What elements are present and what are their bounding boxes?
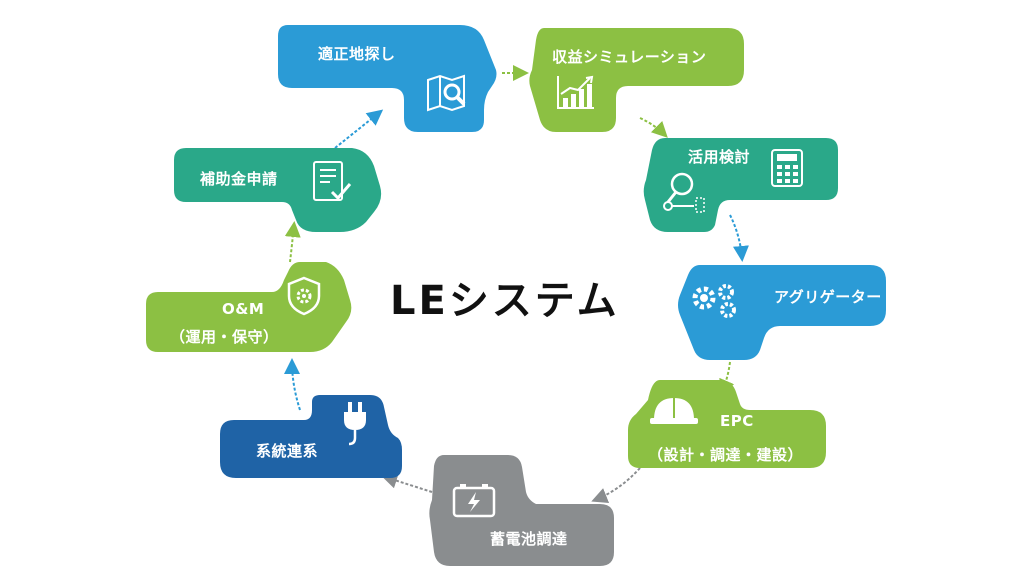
- arrow-subsidy-to-site: [334, 109, 384, 149]
- node-label-agg: アグリゲーター: [774, 288, 882, 306]
- arrow-om-to-subsidy: [284, 221, 301, 263]
- bar-chart-icon: [557, 75, 594, 109]
- arrow-use-to-agg: [729, 214, 749, 262]
- arrow-sim-to-use: [639, 117, 668, 138]
- node-label-subsidy: 補助金申請: [200, 170, 278, 188]
- node-sublabel-epc: （設計・調達・建設）: [648, 446, 804, 464]
- calculator-icon: [771, 149, 803, 187]
- node-label-om: O&M: [222, 300, 265, 318]
- calculator-magnifier-icon: [663, 172, 705, 213]
- node-shape-site: [278, 25, 497, 132]
- node-label-site: 適正地探し: [318, 45, 396, 63]
- connectors: [284, 65, 749, 503]
- map-magnifier-icon: [427, 74, 466, 112]
- center-title: LEシステム: [390, 278, 620, 324]
- arrow-epc-to-battery: [591, 467, 641, 503]
- gears-icon: [692, 284, 736, 318]
- node-shape-grid: [220, 395, 402, 478]
- node-label-grid: 系統連系: [256, 442, 319, 460]
- node-label-sim: 収益シミュレーション: [552, 48, 707, 66]
- hard-hat-icon: [650, 398, 698, 424]
- arrow-battery-to-grid: [381, 473, 433, 493]
- shield-gear-icon: [287, 276, 321, 316]
- node-label-battery: 蓄電池調達: [490, 530, 568, 548]
- node-sublabel-om: （運用・保守）: [170, 328, 279, 346]
- checklist-icon: [313, 161, 352, 201]
- arrow-agg-to-epc: [719, 361, 735, 396]
- node-label-use: 活用検討: [688, 148, 751, 166]
- node-label-epc: EPC: [720, 412, 754, 430]
- arrow-grid-to-om: [284, 358, 301, 411]
- plug-icon: [344, 402, 366, 446]
- battery-icon: [452, 484, 496, 518]
- node-shape-om: [146, 262, 352, 352]
- node-shape-battery: [429, 455, 614, 566]
- node-shape-use: [643, 138, 838, 232]
